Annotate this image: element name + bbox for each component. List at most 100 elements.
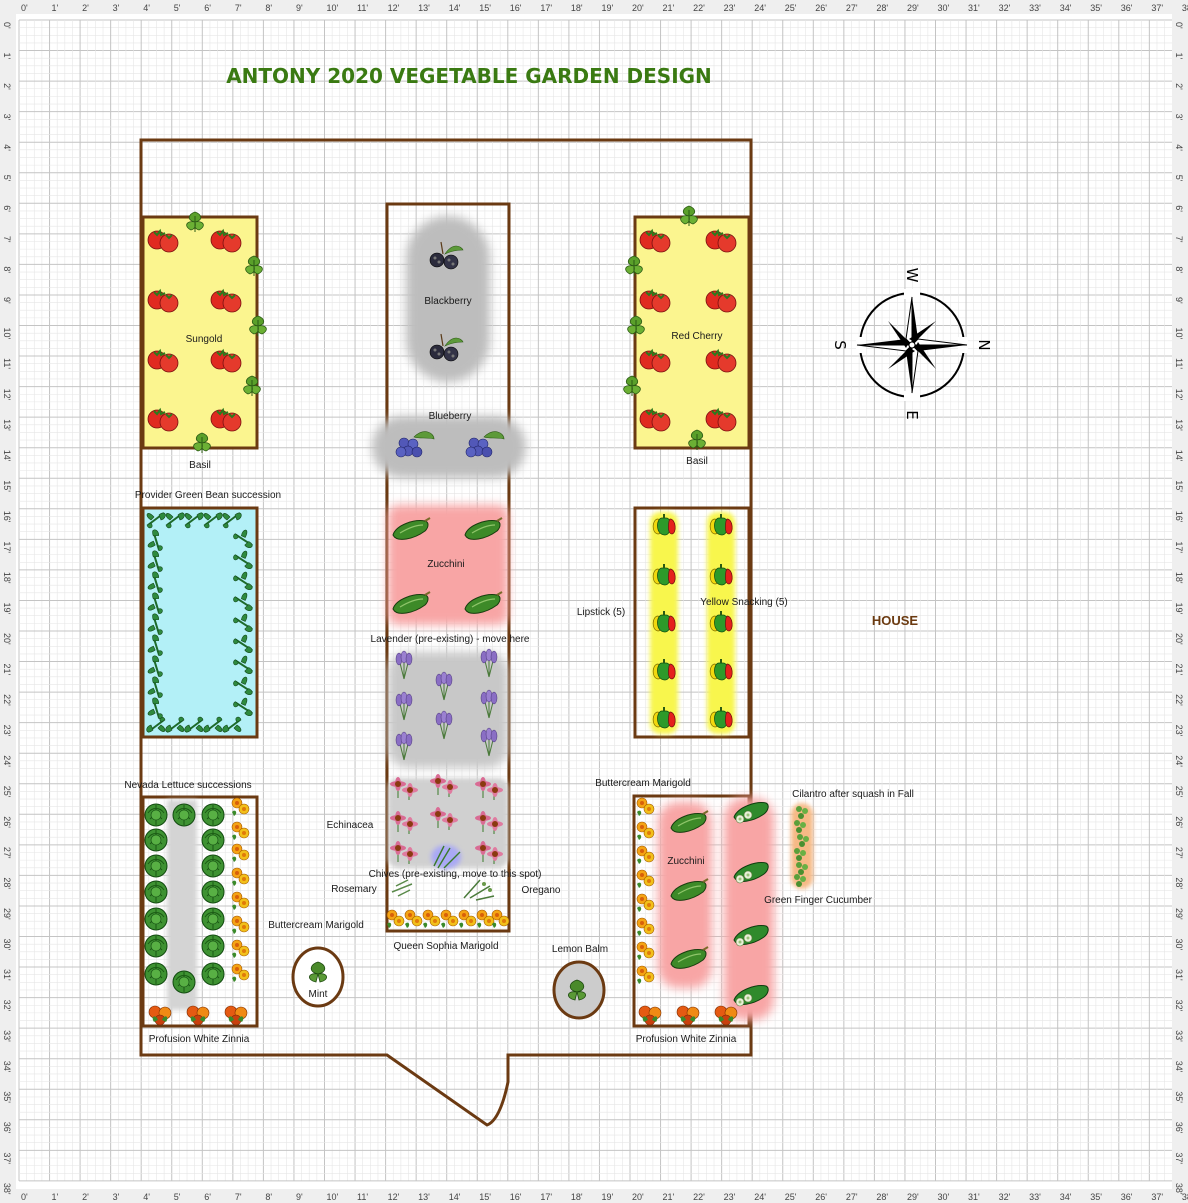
- ruler-top-label: 15': [479, 3, 491, 13]
- label-green-bean: Provider Green Bean succession: [135, 490, 281, 501]
- ruler-right-label: 12': [1174, 389, 1184, 401]
- ruler-top-label: 13': [418, 3, 430, 13]
- ruler-bottom-label: 34': [1060, 1192, 1072, 1202]
- label-mint: Mint: [309, 989, 328, 1000]
- label-lemon-balm: Lemon Balm: [552, 944, 608, 955]
- ruler-left-label: 25': [2, 786, 12, 798]
- ruler-left-label: 19': [2, 602, 12, 614]
- ruler-bottom-label: 14': [449, 1192, 461, 1202]
- ruler-left-label: 33': [2, 1030, 12, 1042]
- ruler-left-label: 27': [2, 847, 12, 859]
- ruler-left-label: 1': [2, 53, 12, 60]
- ruler-bottom-label: 19': [601, 1192, 613, 1202]
- ruler-top-label: 38': [1182, 3, 1188, 13]
- ruler-top-label: 21': [663, 3, 675, 13]
- queen-sophia-marigold-row: [386, 909, 510, 929]
- ruler-bottom-label: 12': [388, 1192, 400, 1202]
- ruler-right-label: 17': [1174, 541, 1184, 553]
- label-chives: Chives (pre-existing, move to this spot): [369, 869, 542, 880]
- ruler-right-label: 5': [1174, 175, 1184, 182]
- ruler-top-label: 28': [876, 3, 888, 13]
- chives-leaves-icon: [433, 845, 461, 869]
- ruler-top-label: 37': [1151, 3, 1163, 13]
- ruler-bottom-label: 20': [632, 1192, 644, 1202]
- compass-west: W: [903, 268, 921, 283]
- ruler-right-label: 3': [1174, 114, 1184, 121]
- ruler-left-label: 24': [2, 755, 12, 767]
- ruler-left-label: 22': [2, 694, 12, 706]
- ruler-left-label: 36': [2, 1122, 12, 1134]
- ruler-top-label: 7': [235, 3, 242, 13]
- label-green-finger: Green Finger Cucumber: [764, 895, 872, 906]
- ruler-top-label: 4': [143, 3, 150, 13]
- ruler-top-label: 27': [846, 3, 858, 13]
- bed-sungold: [141, 211, 267, 454]
- ruler-right-label: 25': [1174, 786, 1184, 798]
- bed-peppers: [633, 506, 751, 739]
- ruler-left-label: 37': [2, 1152, 12, 1164]
- ruler-top-label: 12': [388, 3, 400, 13]
- plan-title: ANTONY 2020 VEGETABLE GARDEN DESIGN: [226, 64, 712, 88]
- ruler-right-label: 32': [1174, 1000, 1184, 1012]
- label-lavender: Lavender (pre-existing) - move here: [371, 634, 530, 645]
- ruler-top-label: 33': [1029, 3, 1041, 13]
- pot-mint: [291, 946, 345, 1008]
- chives-icon: [431, 845, 461, 869]
- compass-south: S: [831, 340, 849, 350]
- ruler-bottom-label: 24': [754, 1192, 766, 1202]
- label-cilantro: Cilantro after squash in Fall: [792, 789, 914, 800]
- ruler-left-label: 23': [2, 725, 12, 737]
- ruler-left-label: 2': [2, 83, 12, 90]
- ruler-right-label: 19': [1174, 602, 1184, 614]
- ruler-right-label: 24': [1174, 755, 1184, 767]
- ruler-left-label: 6': [2, 205, 12, 212]
- ruler-right-label: 7': [1174, 236, 1184, 243]
- ruler-right-label: 20': [1174, 633, 1184, 645]
- ruler-bottom-label: 23': [724, 1192, 736, 1202]
- ruler-left-label: 38': [2, 1183, 12, 1195]
- ruler-left-label: 8': [2, 266, 12, 273]
- ruler-top-label: 14': [449, 3, 461, 13]
- ruler-left-label: 32': [2, 1000, 12, 1012]
- ruler-left-label: 15': [2, 480, 12, 492]
- ruler-right-label: 36': [1174, 1122, 1184, 1134]
- label-echinacea: Echinacea: [327, 820, 374, 831]
- ruler-left-label: 12': [2, 389, 12, 401]
- ruler-bottom-label: 21': [663, 1192, 675, 1202]
- ruler-top-label: 5': [174, 3, 181, 13]
- ruler-top-label: 6': [204, 3, 211, 13]
- label-sungold: Sungold: [186, 334, 223, 345]
- ruler-left-label: 30': [2, 939, 12, 951]
- label-buttercream-left: Buttercream Marigold: [268, 920, 364, 931]
- ruler-right-label: 23': [1174, 725, 1184, 737]
- ruler-bottom-label: 26': [815, 1192, 827, 1202]
- ruler-top-label: 8': [265, 3, 272, 13]
- bed-squash-cucumber: [632, 794, 774, 1028]
- ruler-left-label: 35': [2, 1091, 12, 1103]
- label-zucchini-right: Zucchini: [667, 856, 704, 867]
- ruler-bottom-label: 27': [846, 1192, 858, 1202]
- ruler-top-label: 10': [327, 3, 339, 13]
- label-basil-left: Basil: [189, 460, 211, 471]
- ruler-bottom-label: 25': [785, 1192, 797, 1202]
- ruler-top-label: 24': [754, 3, 766, 13]
- ruler-left-label: 11': [2, 358, 12, 369]
- label-buttercream-right: Buttercream Marigold: [595, 778, 691, 789]
- ruler-top-label: 16': [510, 3, 522, 13]
- ruler-right-label: 30': [1174, 939, 1184, 951]
- ruler-right-label: 28': [1174, 877, 1184, 889]
- ruler-right-label: 26': [1174, 816, 1184, 828]
- ruler-left-label: 10': [2, 328, 12, 340]
- ruler-bottom-label: 0': [21, 1192, 28, 1202]
- ruler-left-label: 26': [2, 816, 12, 828]
- ruler-bottom-label: 13': [418, 1192, 430, 1202]
- ruler-right-label: 27': [1174, 847, 1184, 859]
- ruler-left-label: 4': [2, 144, 12, 151]
- ruler-right-label: 1': [1174, 53, 1184, 60]
- bed-center: [385, 202, 511, 933]
- bed-lettuce: [141, 795, 259, 1028]
- ruler-top-label: 35': [1090, 3, 1102, 13]
- label-oregano: Oregano: [522, 885, 561, 896]
